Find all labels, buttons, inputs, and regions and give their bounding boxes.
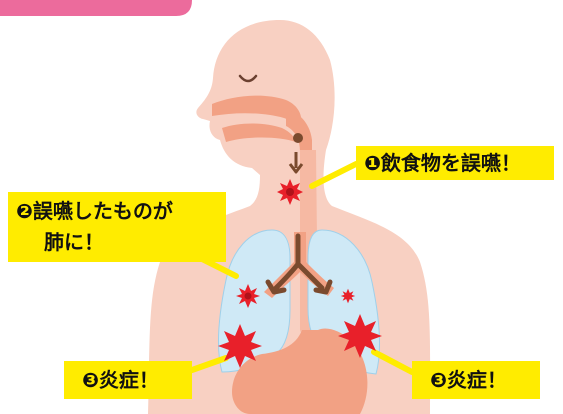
callout-aspiration-text: ❶飲食物を誤嚥！	[364, 146, 554, 180]
callout-to-lungs: ❷誤嚥したものが 肺に！	[8, 192, 226, 262]
callout-inflammation-right-text: ❸炎症！	[430, 361, 540, 399]
callout-to-lungs-line1: ❷誤嚥したものが	[16, 196, 226, 227]
header-tab	[0, 0, 192, 16]
callout-to-lungs-line2: 肺に！	[16, 227, 226, 258]
food-bolus	[293, 133, 303, 143]
callout-inflammation-left-text: ❸炎症！	[82, 361, 192, 399]
callout-inflammation-right: ❸炎症！	[412, 361, 540, 399]
callout-inflammation-left: ❸炎症！	[64, 361, 192, 399]
callout-aspiration: ❶飲食物を誤嚥！	[356, 146, 554, 180]
